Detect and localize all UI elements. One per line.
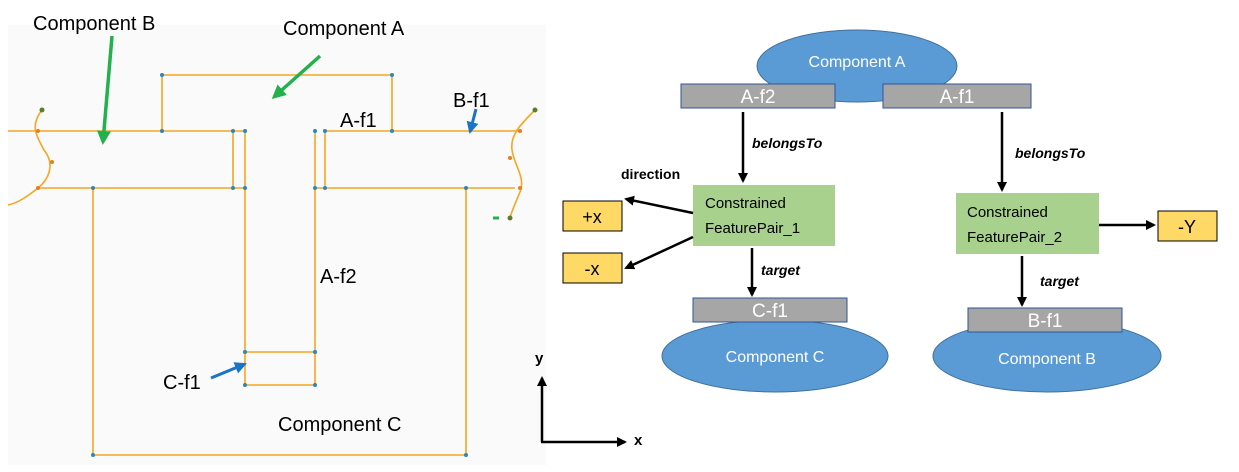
direction-minus-y-label: -Y xyxy=(1178,217,1196,237)
feature-b-f1-label: B-f1 xyxy=(1028,311,1063,332)
arrow-to-minus-x xyxy=(624,235,694,270)
direction-plus-x-label: +x xyxy=(582,207,602,227)
pair-1-label-line1: Constrained xyxy=(705,195,786,212)
c-f1-label: C-f1 xyxy=(163,372,201,394)
a-f1-label: A-f1 xyxy=(340,110,377,132)
b-f1-pointer-arrow xyxy=(466,108,479,134)
right-relationship-diagram: Component A A-f2 A-f1 belongsTo belongsT… xyxy=(562,29,1218,393)
component-b-node-label: Component B xyxy=(998,351,1096,368)
vertex-dots xyxy=(91,73,468,457)
direction-minus-x-label: -x xyxy=(585,259,600,279)
curve-points xyxy=(36,129,522,190)
constrained-feature-pair-2-node xyxy=(956,193,1099,254)
feature-c-f1-node xyxy=(692,297,848,323)
direction-minus-x-node xyxy=(562,252,623,284)
arrow-to-plus-x xyxy=(624,195,694,215)
feature-a-f2-label: A-f2 xyxy=(741,87,776,108)
feature-b-f1-node xyxy=(967,307,1123,333)
direction-plus-x-node xyxy=(562,200,623,232)
component-c-node-label: Component C xyxy=(726,349,825,366)
component-a-label: Component A xyxy=(283,18,405,40)
a-f2-label: A-f2 xyxy=(320,266,357,288)
constrained-feature-pair-1-node xyxy=(693,185,835,246)
b-f1-label: B-f1 xyxy=(453,90,490,112)
component-a-pointer-arrow xyxy=(271,54,322,99)
left-geometry-diagram: Component B Component A A-f1 B-f1 A-f2 C… xyxy=(7,13,546,465)
target-label-left: target xyxy=(761,262,801,278)
curve-endpoint-right xyxy=(532,107,538,113)
direction-minus-y-node xyxy=(1157,210,1218,242)
belongs-to-label-right: belongsTo xyxy=(1015,145,1086,161)
axes-indicator: y x xyxy=(535,350,643,449)
target-label-right: target xyxy=(1040,273,1080,289)
component-a-outline xyxy=(161,74,393,131)
left-wavy-end xyxy=(7,109,51,206)
x-axis-label: x xyxy=(634,432,643,449)
pair-1-label-line2: FeaturePair_1 xyxy=(705,220,800,237)
component-c-label: Component C xyxy=(278,414,401,436)
pair-2-label-line1: Constrained xyxy=(967,204,1048,221)
curve-endpoint-left xyxy=(39,107,45,113)
c-f1-pointer-arrow xyxy=(210,362,247,380)
feature-a-f1-label: A-f1 xyxy=(940,87,975,108)
component-a-node-label: Component A xyxy=(809,54,906,71)
curve-endpoint-bottom xyxy=(507,215,513,221)
pair-2-label-line2: FeaturePair_2 xyxy=(967,229,1062,246)
direction-label: direction xyxy=(621,166,680,182)
component-b-label: Component B xyxy=(33,13,155,35)
feature-a-f2-node xyxy=(680,83,836,109)
component-b-pointer-arrow xyxy=(96,35,114,145)
right-wavy-end xyxy=(509,109,536,219)
y-axis-label: y xyxy=(535,350,544,367)
belongs-to-label-left: belongsTo xyxy=(752,135,823,151)
component-c-outline xyxy=(92,188,467,456)
feature-c-f1-label: C-f1 xyxy=(752,301,788,322)
feature-a-f1-node xyxy=(882,83,1032,109)
